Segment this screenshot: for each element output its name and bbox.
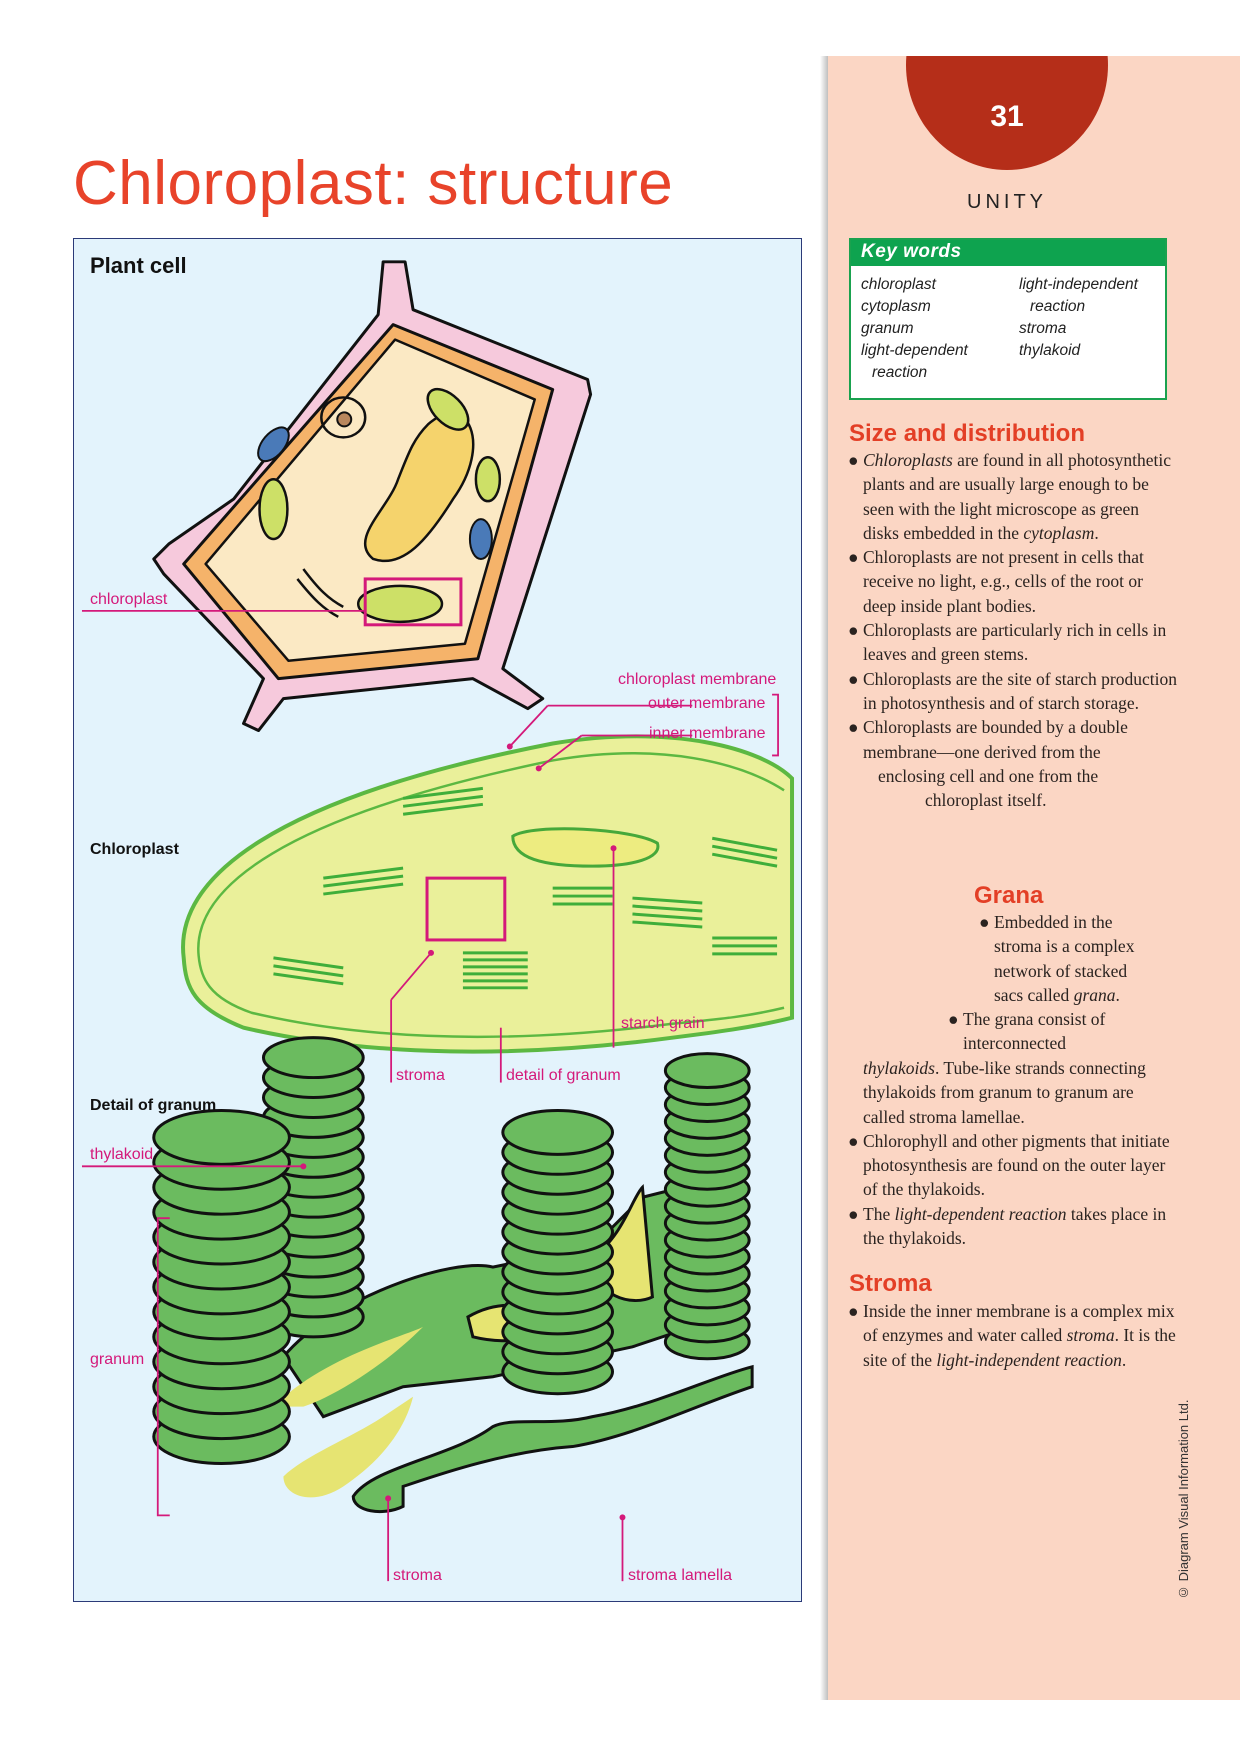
page-number-badge-clip: 31 [906,56,1108,170]
label-stroma-lamella: stroma lamella [628,1567,733,1584]
page-number-badge: 31 [906,56,1108,170]
bullet: ●Chloroplasts are not present in cells t… [848,547,1144,616]
label-chloroplast: chloroplast [90,591,168,608]
keyword: reaction [1030,298,1086,315]
label-chloroplast-membrane: chloroplast membrane [618,671,777,688]
key-words-column-1: chloroplast cytoplasm granum light-depen… [861,274,968,384]
granum-drawing [152,1036,754,1514]
label-starch-grain: starch grain [621,1015,705,1032]
label-outer-membrane: outer membrane [648,695,766,712]
grana-text-3: thylakoids. Tube-like strands connecting… [848,1056,1178,1250]
keyword: cytoplasm [861,298,931,315]
heading-grana: Grana [974,882,1044,909]
diagram-panel: Plant cell Chloroplast Detail of granum … [73,238,802,1602]
bullet-continuation: thylakoids. Tube-like strands connecting… [863,1058,1146,1127]
key-words-title: Key words [851,240,1165,266]
key-words-column-2: light-independent reaction stroma thylak… [1019,274,1138,362]
label-granum: granum [90,1351,145,1368]
section-name: UNITY [967,191,1047,213]
keyword: chloroplast [861,276,936,293]
keyword: reaction [872,364,928,381]
keyword: granum [861,320,914,337]
label-stroma-granum: stroma [393,1567,442,1584]
heading-detail-granum: Detail of granum [90,1097,217,1114]
keyword: thylakoid [1019,342,1081,359]
label-detail-of-granum: detail of granum [506,1067,621,1084]
page-number: 31 [990,100,1024,133]
key-words-box: Key words chloroplast cytoplasm granum l… [849,238,1167,400]
bullet: ●Chloroplasts are the site of starch pro… [848,668,1177,713]
bullet: ●Chloroplasts are found in all photosynt… [848,450,1172,543]
page-title: Chloroplast: structure [73,149,674,218]
keyword: light-dependent [861,342,968,359]
keyword: light-independent [1019,276,1138,293]
copyright: © Diagram Visual Information Ltd. [1176,1399,1191,1600]
heading-chloroplast: Chloroplast [90,841,179,858]
plant-cell-drawing [152,260,593,733]
stroma-text: ●Inside the inner membrane is a complex … [848,1299,1178,1372]
bullet: ●Chlorophyll and other pigments that ini… [848,1130,1170,1200]
bullet: ●Inside the inner membrane is a complex … [848,1301,1176,1370]
heading-plant-cell: Plant cell [90,253,187,278]
label-stroma-chloroplast: stroma [396,1067,445,1084]
label-leaders [81,609,779,1582]
chloroplast-drawing [181,734,795,1054]
heading-stroma: Stroma [849,1270,932,1297]
label-thylakoid: thylakoid [90,1146,154,1163]
diagram-illustration [81,260,795,1582]
heading-size-distribution: Size and distribution [849,420,1086,447]
bullet: ●The light-dependent reaction takes plac… [848,1203,1167,1249]
bullet: ●Chloroplasts are particularly rich in c… [848,620,1167,665]
label-inner-membrane: inner membrane [649,725,766,742]
size-distribution-text: ●Chloroplasts are found in all photosynt… [848,448,1178,812]
keyword: stroma [1019,320,1067,337]
